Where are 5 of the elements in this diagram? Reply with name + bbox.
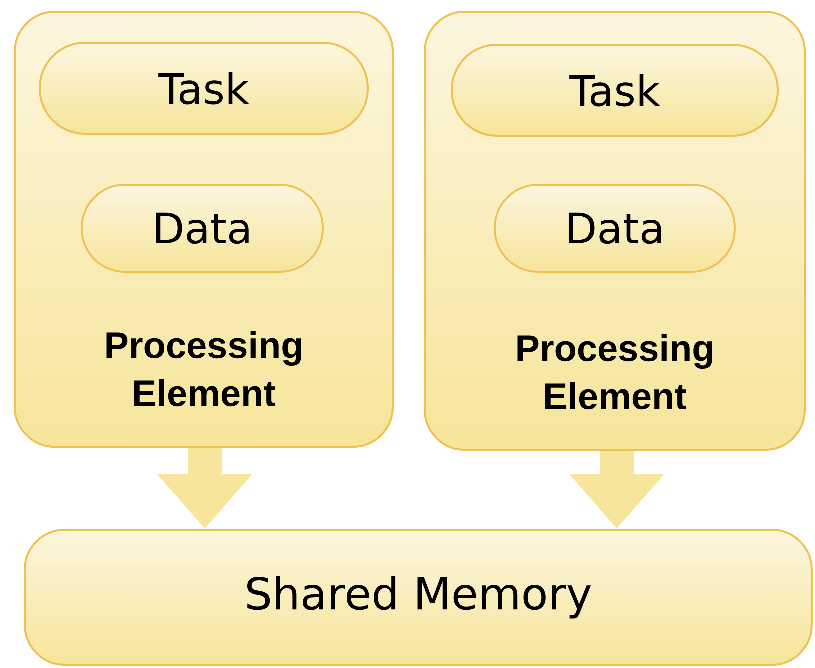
memory-box: Shared Memory	[24, 529, 813, 666]
rounded-box: Task	[451, 44, 779, 137]
rounded-box: Task	[39, 42, 369, 135]
rounded-box: Data	[494, 184, 736, 273]
rounded-box: Data	[81, 184, 324, 273]
